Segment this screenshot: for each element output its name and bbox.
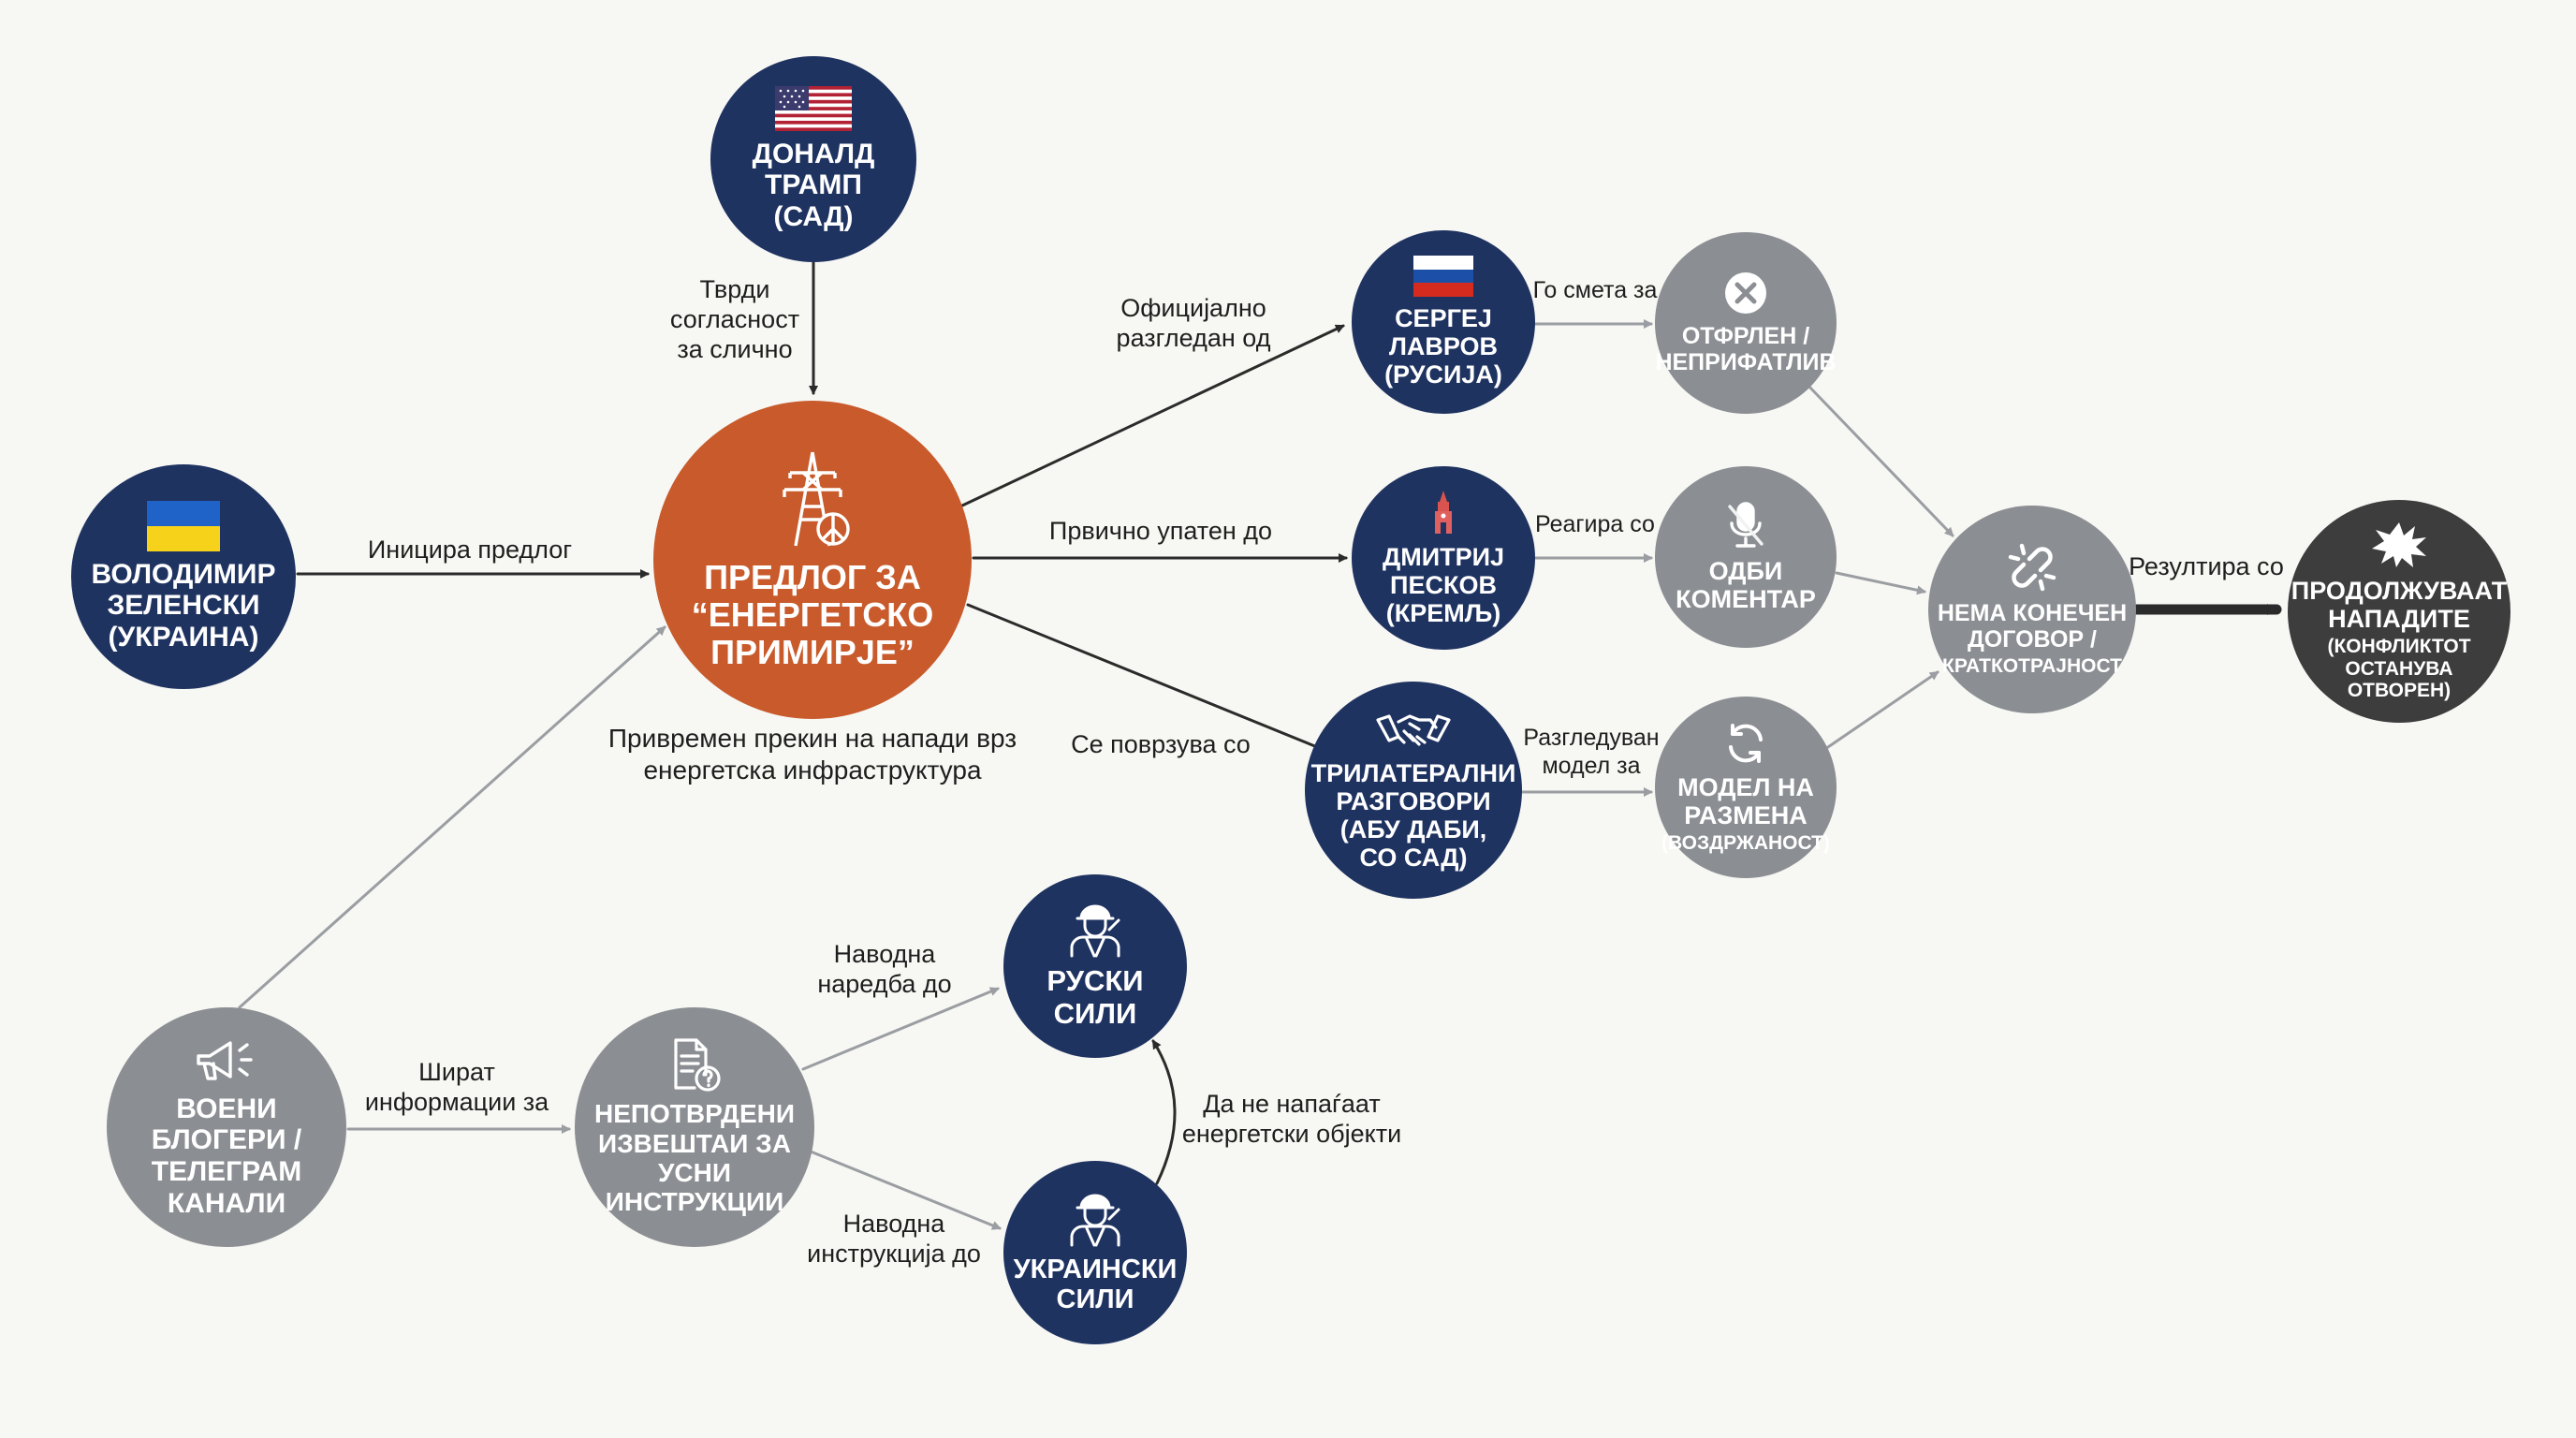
node-label: ОДБИ КОМЕНТАР [1676,556,1816,613]
edge-reports-russian [801,987,1000,1071]
node-label: ПРОДОЛЖУВААТ НАПАДИТЕ [2291,576,2508,634]
exchange-arrows-icon [1729,723,1763,763]
edge-label-reports-ukrainian: Наводна инструкција до [807,1210,981,1268]
node-label: НЕПОТВРДЕНИ ИЗВЕШТАИ ЗА УСНИ ИНСТРУКЦИИ [593,1099,795,1217]
power-tower-peace-icon [783,451,850,546]
node-label: УКРАИНСКИ СИЛИ [1013,1254,1178,1314]
megaphone-icon [197,1041,253,1080]
node-label: ВОЕНИ БЛОГЕРИ / ТЕЛЕГРАМ КАНАЛИ [151,1093,302,1219]
node-label: ВОЛОДИМИР ЗЕЛЕНСКИ (УКРАИНА) [91,558,276,653]
node-zelensky: ВОЛОДИМИР ЗЕЛЕНСКИ (УКРАИНА) [71,464,296,689]
node-ukrainian-forces: УКРАИНСКИ СИЛИ [1003,1161,1187,1344]
node-label: ТРИЛАТЕРАЛНИ РАЗГОВОРИ (АБУ ДАБИ, СО САД… [1310,758,1516,873]
node-reports: НЕПОТВРДЕНИ ИЗВЕШТАИ ЗА УСНИ ИНСТРУКЦИИ [575,1007,814,1247]
edge-label-bloggers-reports: Шират информации за [364,1058,549,1116]
node-rejected: ОТФРЛЕН / НЕПРИФАТЛИВ [1655,232,1837,414]
node-proposal: ПРЕДЛОГ ЗА “ЕНЕРГЕТСКО ПРИМИРЈЕ” [653,401,972,719]
kremlin-tower-icon [1435,490,1452,534]
node-sublabel: (ВОЗДРЖАНОСТ) [1661,831,1830,854]
node-sublabel: КРАТКОТРАЈНОСТ [1942,654,2122,677]
edge-label-proposal-lavrov: Официјално разгледан од [1116,294,1271,352]
ukraine-flag-icon [147,500,220,551]
node-trump: ДОНАЛД ТРАМП (САД) [710,56,916,262]
node-label: ПРЕДЛОГ ЗА “ЕНЕРГЕТСКО ПРИМИРЈЕ” [691,557,934,672]
edge-label-zelensky-proposal: Иницира предлог [367,536,573,564]
node-label: РУСКИ СИЛИ [1046,964,1144,1030]
edge-label-proposal-trilateral: Се поврзува со [1071,730,1251,758]
node-label: ОТФРЛЕН / НЕПРИФАТЛИВ [1655,323,1837,375]
edge-nocomment-nodeal [1835,571,1926,595]
us-flag-icon [775,85,852,131]
edge-label-nodeal-attacks: Резултира со [2129,552,2284,580]
edge-reports-ukrainian [809,1150,1002,1230]
edge-label-trump-proposal: Тврди согласност за слично [669,275,800,363]
edge-label-proposal-peskov: Првично упатен до [1048,517,1273,545]
handshake-icon [1376,713,1451,746]
russia-flag-icon [1413,255,1473,297]
soldier-icon [1070,1194,1120,1247]
edge-label-reports-russian: Наводна наредба до [817,940,952,998]
edge-label-peskov-nocomment: Реагира со [1535,511,1655,537]
node-no-comment: ОДБИ КОМЕНТАР [1655,466,1837,648]
explosion-icon [2372,521,2426,567]
node-exchange: МОДЕЛ НА РАЗМЕНА (ВОЗДРЖАНОСТ) [1655,697,1837,878]
node-lavrov: СЕРГЕЈ ЛАВРОВ (РУСИЈА) [1352,230,1535,414]
proposal-caption: Привремен прекин на напади врз енергетск… [607,724,1017,785]
node-label: МОДЕЛ НА РАЗМЕНА [1677,772,1814,829]
soldier-icon [1070,904,1120,958]
broken-link-icon [2008,543,2056,591]
node-label: ДМИТРИЈ ПЕСКОВ (КРЕМЉ) [1382,542,1505,628]
document-question-icon [674,1038,721,1092]
node-attacks: ПРОДОЛЖУВААТ НАПАДИТЕ (КОНФЛИКТОТ ОСТАНУ… [2288,500,2510,723]
node-sublabel: (КОНФЛИКТОТ ОСТАНУВА ОТВОРЕН) [2327,636,2471,702]
edge-rejected-nodeal [1805,382,1954,537]
node-trilateral: ТРИЛАТЕРАЛНИ РАЗГОВОРИ (АБУ ДАБИ, СО САД… [1305,682,1522,899]
node-label: НЕМА КОНЕЧЕН ДОГОВОР / [1937,599,2128,653]
close-circle-icon [1725,272,1766,314]
edge-label-ukrainian-russian: Да не напаѓаат енергетски објекти [1181,1090,1402,1148]
edge-label-lavrov-rejected: Го смета за [1532,277,1658,303]
node-label: ДОНАЛД ТРАМП (САД) [752,138,875,232]
edge-label-trilateral-exchange: Разгледуван модел за [1523,725,1660,779]
node-no-deal: НЕМА КОНЕЧЕН ДОГОВОР / КРАТКОТРАЈНОСТ [1928,506,2136,713]
edge-ukrainian-russian [1151,1039,1177,1185]
edge-proposal-lavrov [960,324,1345,507]
node-peskov: ДМИТРИЈ ПЕСКОВ (КРЕМЉ) [1352,466,1535,650]
muted-mic-icon [1728,502,1764,548]
node-bloggers: ВОЕНИ БЛОГЕРИ / ТЕЛЕГРАМ КАНАЛИ [107,1007,346,1247]
node-label: СЕРГЕЈ ЛАВРОВ (РУСИЈА) [1384,303,1502,389]
edge-bloggers-proposal [238,625,666,1009]
edge-exchange-nodeal [1823,670,1939,751]
edge-proposal-trilateral [966,603,1324,751]
node-russian-forces: РУСКИ СИЛИ [1003,874,1187,1058]
